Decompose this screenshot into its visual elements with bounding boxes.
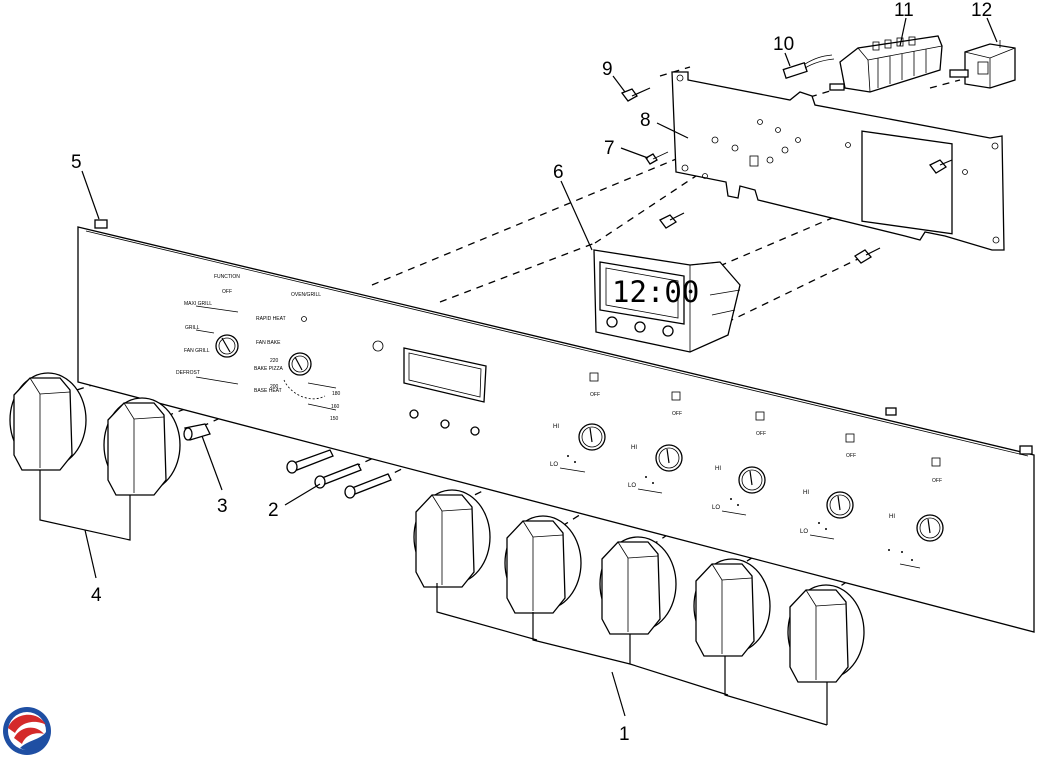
- label-off-function: OFF: [222, 289, 232, 295]
- callout-7: 7: [604, 138, 615, 159]
- label-hi-burner-5: HI: [889, 514, 895, 520]
- callout-8: 8: [640, 110, 651, 131]
- label-off-burner-4: OFF: [846, 453, 856, 459]
- brand-logo: [3, 707, 51, 755]
- label-grill: GRILL: [185, 325, 200, 331]
- label-off-burner-1: OFF: [590, 392, 600, 398]
- label-hi-burner-4: HI: [803, 490, 809, 496]
- label-180: 180: [332, 391, 341, 397]
- burner-control-5: OFF HI: [888, 457, 944, 569]
- label-lo-burner-3: LO: [712, 505, 720, 511]
- callout-12: 12: [971, 0, 992, 21]
- knobs-part-1: [413, 489, 865, 683]
- timer-module-part-6: 12:00: [593, 249, 741, 353]
- burner-control-4: OFF HI LO: [800, 433, 856, 540]
- control-panel-part-5: FUNCTION OFF OVEN/GRILL MAXI GRILL GRILL…: [77, 219, 1035, 633]
- label-fan-grill: FAN GRILL: [184, 348, 210, 354]
- label-lo-burner-4: LO: [800, 529, 808, 535]
- label-function: FUNCTION: [214, 274, 240, 280]
- label-off-burner-2: OFF: [672, 411, 682, 417]
- label-rapid-heat: RAPID HEAT: [256, 316, 286, 322]
- screw-part-9: [620, 87, 651, 102]
- label-160: 160: [331, 404, 340, 410]
- label-lo-burner-1: LO: [550, 462, 558, 468]
- callout-4: 4: [91, 585, 102, 606]
- label-150: 150: [330, 416, 339, 422]
- label-off-burner-3: OFF: [756, 431, 766, 437]
- mounting-bracket: [671, 71, 1005, 251]
- label-oven-grill: OVEN/GRILL: [291, 292, 321, 298]
- knob-bottom-3: [599, 536, 677, 635]
- callout-1: 1: [619, 724, 630, 745]
- label-lo-burner-2: LO: [628, 483, 636, 489]
- burner-control-3: OFF HI LO: [712, 411, 766, 516]
- knob-bottom-5: [787, 584, 865, 683]
- leader-lines: [39, 17, 998, 726]
- callout-9: 9: [602, 59, 613, 80]
- bracket-screws: [659, 159, 953, 264]
- label-fan-bake: FAN BAKE: [256, 340, 281, 346]
- knob-bottom-4: [693, 558, 771, 657]
- callout-10: 10: [773, 34, 794, 55]
- timer-display: 12:00: [612, 275, 699, 309]
- label-defrost: DEFROST: [176, 370, 200, 376]
- label-off-burner-5: OFF: [932, 478, 942, 484]
- screws-part-2: [286, 449, 392, 499]
- burner-control-1: OFF HI LO: [550, 372, 606, 473]
- callout-numbers: 1 2 3 4 5 6 7 8 9 10 11 12: [71, 0, 992, 745]
- label-200: 200: [270, 384, 279, 390]
- callout-3: 3: [217, 496, 228, 517]
- thermal-fuse-part-10: [782, 54, 835, 79]
- label-maxi-grill: MAXI GRILL: [184, 301, 212, 307]
- selector-switch-part-11: [829, 35, 943, 93]
- knob-left-2: [103, 397, 181, 496]
- label-base-heat: BASE HEAT: [254, 388, 282, 394]
- callout-6: 6: [553, 162, 564, 183]
- label-hi-burner-1: HI: [553, 424, 559, 430]
- knobs-part-4: [9, 372, 181, 496]
- burner-control-2: OFF HI LO: [628, 391, 683, 494]
- knob-bottom-2: [504, 515, 582, 614]
- screw-part-7: [645, 151, 669, 165]
- thermostat-part-12: [949, 40, 1016, 89]
- knob-left-1: [9, 372, 87, 471]
- spindle-part-3: [183, 423, 211, 441]
- label-220: 220: [270, 358, 279, 364]
- label-hi-burner-3: HI: [715, 466, 721, 472]
- callout-11: 11: [894, 0, 914, 21]
- label-bake-pizza: BAKE PIZZA: [254, 366, 284, 372]
- callout-5: 5: [71, 152, 82, 173]
- callout-2: 2: [268, 500, 279, 521]
- label-hi-burner-2: HI: [631, 445, 637, 451]
- knob-bottom-1: [413, 489, 491, 588]
